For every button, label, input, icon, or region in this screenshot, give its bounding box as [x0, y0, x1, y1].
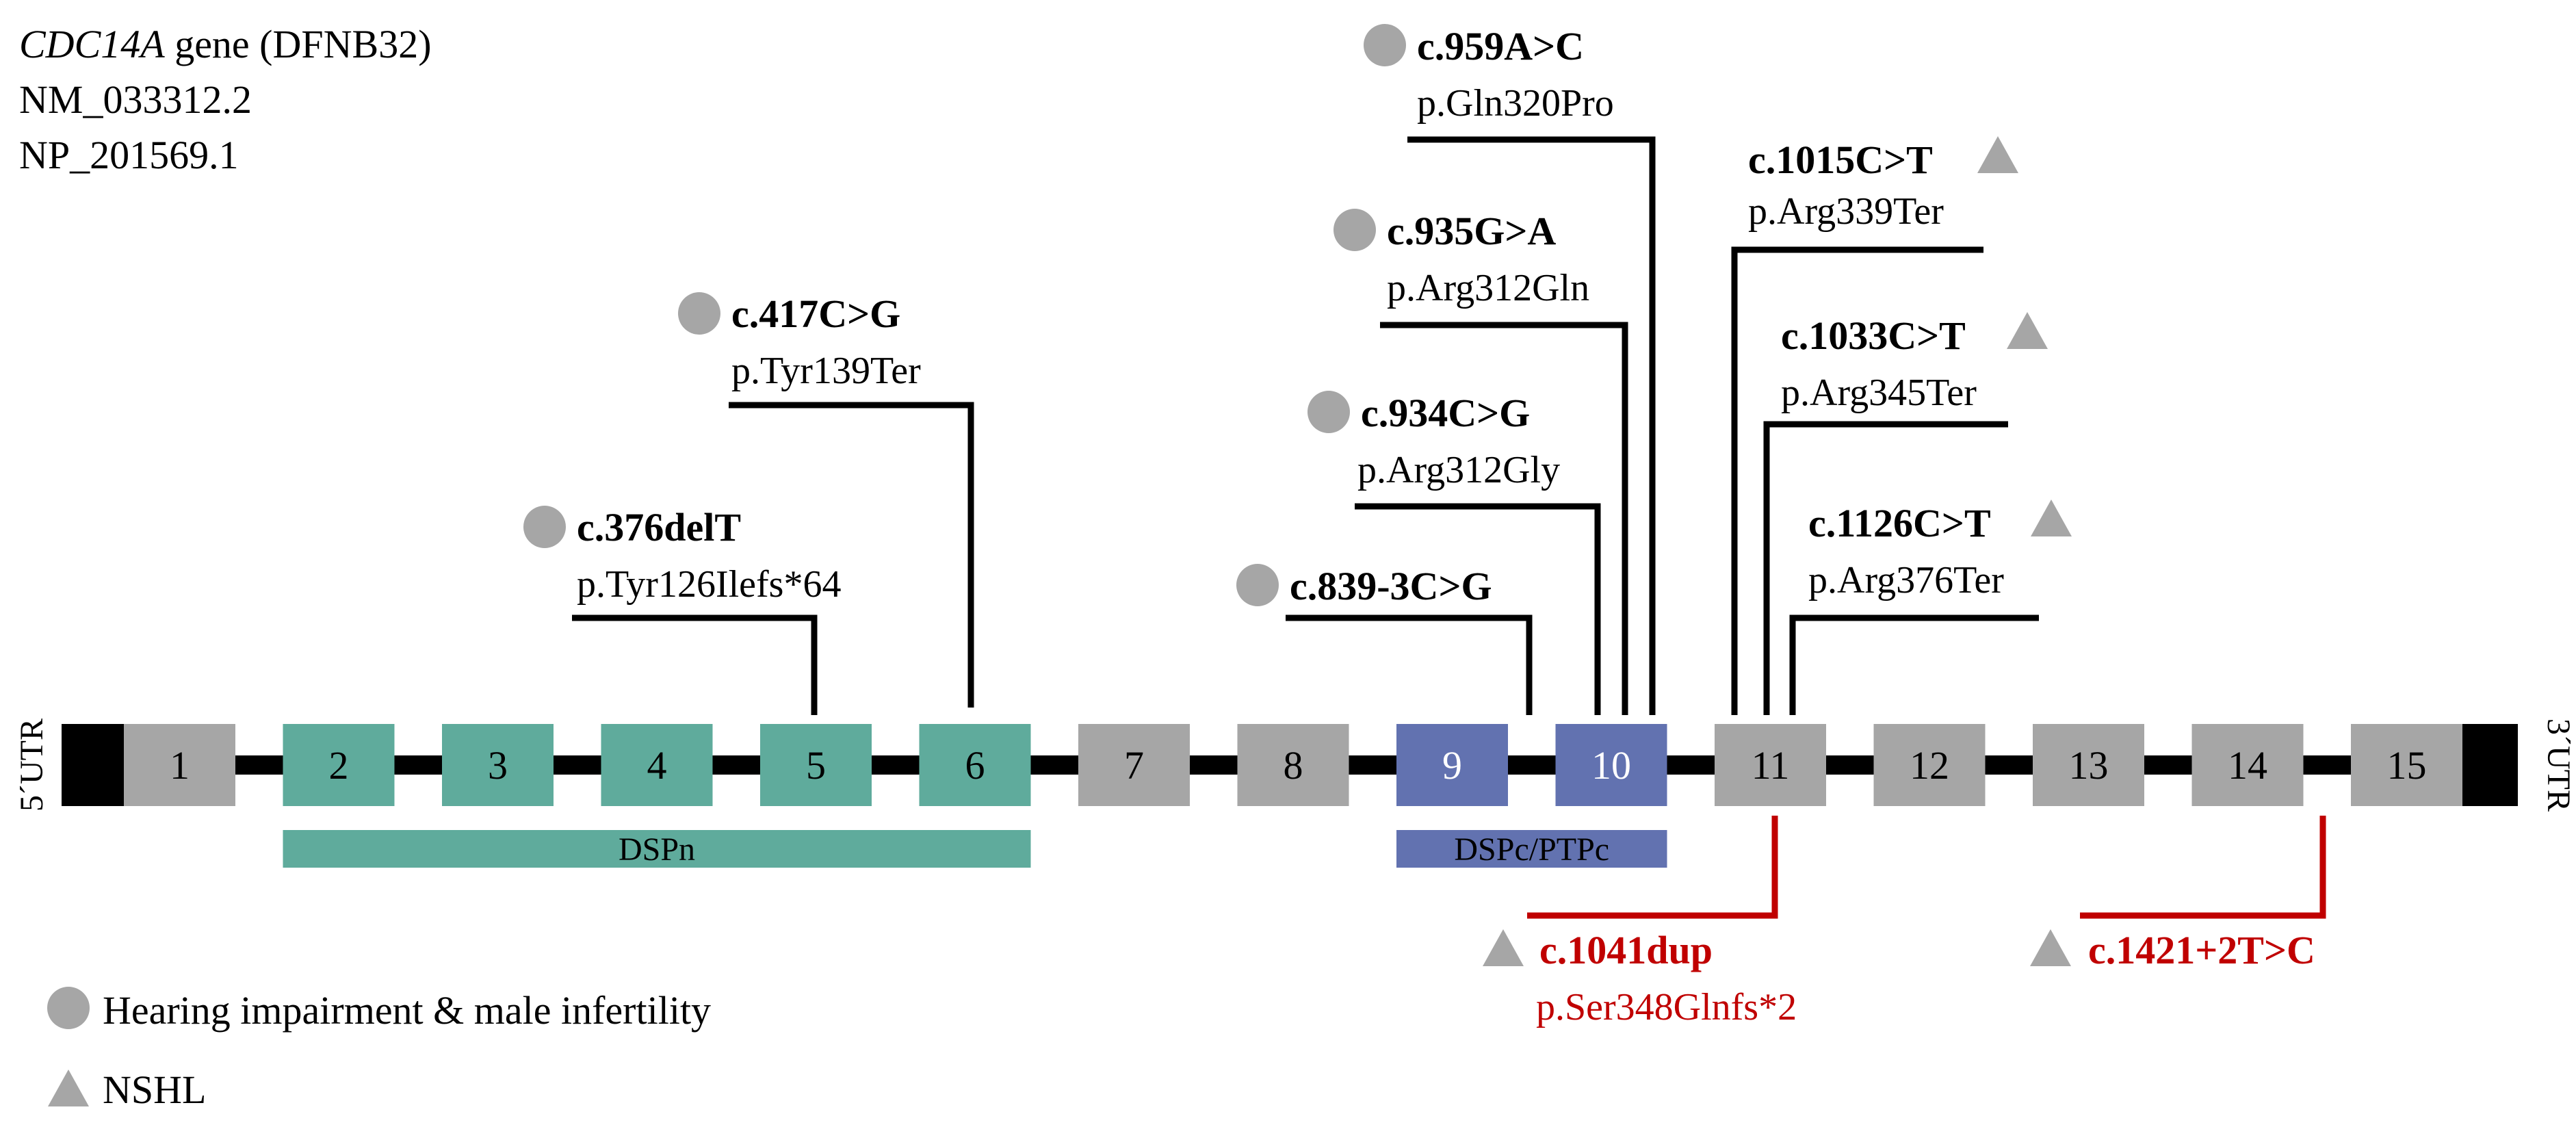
variant-leader-line	[729, 402, 974, 708]
exon-box	[2191, 724, 2304, 806]
exon-box	[1237, 724, 1349, 806]
variant-protein-label: p.Arg345Ter	[1781, 372, 1977, 414]
variant-leader-line	[572, 614, 818, 715]
variant-protein-label: p.Gln320Pro	[1417, 82, 1614, 125]
utr-5-block	[62, 724, 124, 806]
domain-bar	[1396, 830, 1667, 868]
legend-label: NSHL	[103, 1067, 206, 1112]
exon-box	[760, 724, 872, 806]
exon-number: 8	[1284, 743, 1303, 788]
legend-label: Hearing impairment & male infertility	[103, 988, 711, 1033]
variant-leader-line	[1731, 246, 1983, 715]
exon-number: 1	[170, 743, 190, 788]
circle-marker-icon	[678, 292, 720, 335]
variant-leader-line	[2080, 816, 2326, 919]
circle-marker-icon	[523, 506, 566, 548]
variant-cdna-label: c.934C>G	[1361, 391, 1530, 435]
variant-leader-line	[1355, 503, 1601, 715]
exon-number: 11	[1752, 743, 1790, 788]
domain-bar	[283, 830, 1031, 868]
triangle-marker-icon	[1977, 136, 2018, 173]
variant-protein-label: p.Tyr139Ter	[731, 350, 921, 392]
utr-3-label: 3´UTR	[2540, 718, 2576, 812]
variant-cdna-label: c.1041dup	[1539, 928, 1713, 972]
exon-number: 14	[2228, 743, 2267, 788]
gene-suffix: gene (DFNB32)	[164, 22, 432, 66]
variant-protein-label: p.Tyr126Ilefs*64	[577, 563, 841, 606]
variant-cdna-label: c.1033C>T	[1781, 313, 1966, 358]
protein-id: NP_201569.1	[19, 133, 239, 177]
exon-number: 5	[806, 743, 826, 788]
exon-box	[283, 724, 395, 806]
exon-box	[1715, 724, 1826, 806]
domain-label: DSPc/PTPc	[1454, 831, 1609, 868]
circle-marker-icon	[1364, 24, 1406, 66]
exon-box	[1555, 724, 1667, 806]
variant-cdna-label: c.959A>C	[1417, 24, 1584, 68]
variant-leader-line	[1380, 322, 1628, 715]
variant-leader-line	[1527, 816, 1778, 919]
variant-protein-label: p.Arg312Gly	[1357, 449, 1560, 491]
variant-leader-line	[1286, 614, 1533, 715]
exon-number: 4	[647, 743, 667, 788]
utr-5-label: 5´UTR	[14, 718, 50, 812]
domain-label: DSPn	[619, 831, 695, 868]
exon-box	[2351, 724, 2462, 806]
exon-number: 3	[488, 743, 508, 788]
utr-3-block	[2460, 724, 2518, 806]
exon-number: 2	[329, 743, 349, 788]
exon-number: 6	[965, 743, 985, 788]
triangle-marker-icon	[2031, 500, 2072, 536]
variant-cdna-label: c.376delT	[577, 505, 741, 549]
variant-cdna-label: c.839-3C>G	[1290, 564, 1492, 608]
exon-box	[2033, 724, 2144, 806]
legend-circle-icon	[47, 987, 90, 1029]
variant-cdna-label: c.1421+2T>C	[2088, 928, 2315, 972]
circle-marker-icon	[1333, 209, 1376, 251]
exon-box	[1873, 724, 1986, 806]
exon-number: 10	[1591, 743, 1631, 788]
exon-number: 13	[2069, 743, 2109, 788]
exon-number: 9	[1442, 743, 1462, 788]
variant-protein-label: p.Arg339Ter	[1748, 190, 1944, 233]
triangle-marker-icon	[2030, 929, 2071, 966]
exon-box	[601, 724, 713, 806]
gene-title: CDC14A gene (DFNB32)	[19, 25, 432, 64]
gene-symbol: CDC14A	[19, 22, 165, 66]
exon-box	[442, 724, 554, 806]
exon-box	[124, 724, 235, 806]
exon-box	[1396, 724, 1508, 806]
circle-marker-icon	[1307, 391, 1350, 433]
exon-number: 12	[1910, 743, 1949, 788]
variant-cdna-label: c.935G>A	[1387, 209, 1556, 253]
triangle-marker-icon	[1483, 929, 1524, 966]
variant-cdna-label: c.1015C>T	[1748, 138, 1933, 182]
triangle-marker-icon	[2007, 312, 2048, 349]
exon-box	[919, 724, 1031, 806]
variant-leader-line	[1763, 421, 2008, 715]
exon-number: 7	[1124, 743, 1144, 788]
variant-leader-line	[1407, 136, 1656, 715]
variant-protein-label: p.Arg312Gln	[1387, 267, 1589, 309]
exon-number: 15	[2387, 743, 2427, 788]
variant-cdna-label: c.417C>G	[731, 292, 900, 336]
variant-leader-line	[1789, 614, 2039, 715]
circle-marker-icon	[1236, 564, 1279, 606]
exon-box	[1078, 724, 1190, 806]
legend-triangle-icon	[48, 1070, 89, 1106]
variant-cdna-label: c.1126C>T	[1808, 501, 1991, 545]
variant-protein-label: p.Ser348Glnfs*2	[1536, 986, 1797, 1028]
variant-protein-label: p.Arg376Ter	[1808, 559, 2004, 601]
transcript-id: NM_033312.2	[19, 77, 252, 122]
